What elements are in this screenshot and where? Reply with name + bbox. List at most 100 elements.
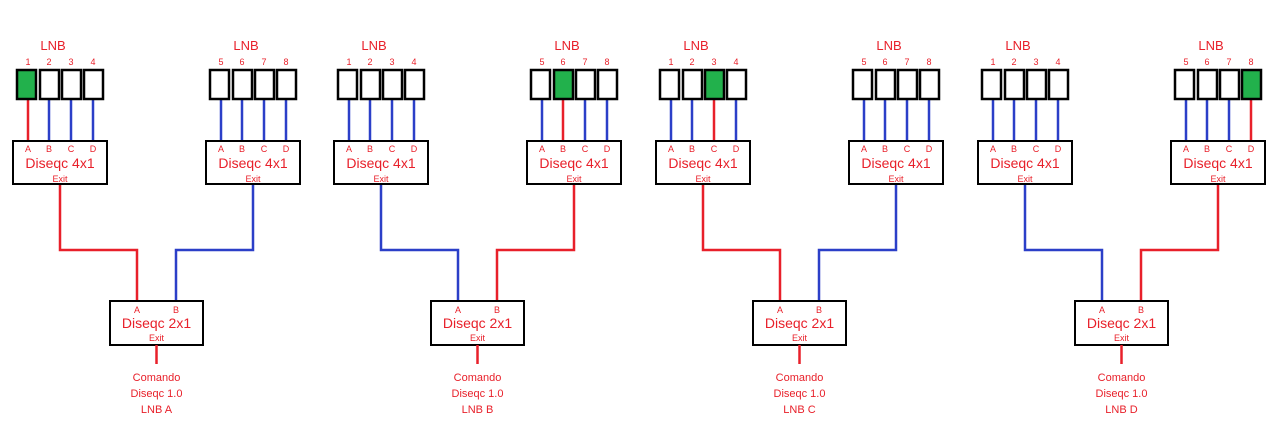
caption-line: Comando	[1098, 372, 1146, 384]
lnb-slot	[918, 68, 941, 101]
caption-line: Comando	[454, 372, 502, 384]
lnb-slot-number: 1	[990, 57, 995, 67]
lnb-slot-number: 8	[604, 57, 609, 67]
port-label: A	[346, 144, 352, 154]
lnb-slot	[529, 68, 552, 101]
port-label: B	[239, 144, 245, 154]
lnb-slot-number: 5	[218, 57, 223, 67]
lnb-slot-number: 2	[367, 57, 372, 67]
switch-4x1-label: Diseqc 4x1	[218, 155, 287, 171]
lnb-label: LNB	[1005, 38, 1030, 53]
port-label: B	[367, 144, 373, 154]
diseqc-4x1-switch	[333, 140, 429, 185]
lnb-slot-number: 3	[1033, 57, 1038, 67]
lnb-slot	[336, 68, 359, 101]
lnb-slot-number: 3	[711, 57, 716, 67]
caption-line: LNB C	[783, 404, 815, 416]
port-label: A	[218, 144, 224, 154]
lnb-label: LNB	[233, 38, 258, 53]
lnb-slot-number: 8	[283, 57, 288, 67]
port-label: B	[173, 305, 179, 315]
lnb-slot	[403, 68, 426, 101]
lnb-slot-number: 4	[1055, 57, 1060, 67]
exit-label: Exit	[695, 174, 711, 184]
exit-label: Exit	[888, 174, 904, 184]
port-label: A	[134, 305, 140, 315]
lnb-label: LNB	[361, 38, 386, 53]
port-label: A	[777, 305, 783, 315]
lnb-slot-selected	[552, 68, 575, 101]
exit-label: Exit	[792, 333, 808, 343]
switch-4x1-label: Diseqc 4x1	[861, 155, 930, 171]
lnb-slot-number: 3	[389, 57, 394, 67]
exit-label: Exit	[470, 333, 486, 343]
cable-layer	[669, 99, 931, 301]
cable-a	[701, 184, 782, 301]
port-label: D	[90, 144, 97, 154]
switch-2x1-label: Diseqc 2x1	[1087, 315, 1156, 331]
lnb-slot	[82, 68, 105, 101]
lnb-slot-number: 1	[346, 57, 351, 67]
lnb-label: LNB	[554, 38, 579, 53]
caption-line: Diseqc 1.0	[452, 388, 504, 400]
lnb-slot-number: 7	[1226, 57, 1231, 67]
diseqc-2x1-switch	[109, 300, 204, 346]
diseqc-4x1-switch	[526, 140, 622, 185]
port-label: D	[733, 144, 740, 154]
port-label: A	[539, 144, 545, 154]
port-label: C	[68, 144, 75, 154]
lnb-slot-number: 7	[904, 57, 909, 67]
lnb-slot-selected	[703, 68, 726, 101]
port-label: B	[494, 305, 500, 315]
exit-label: Exit	[1114, 333, 1130, 343]
port-label: B	[560, 144, 566, 154]
port-label: B	[689, 144, 695, 154]
lnb-slot	[359, 68, 382, 101]
caption-line: LNB A	[141, 404, 173, 416]
port-label: B	[46, 144, 52, 154]
lnb-slot	[574, 68, 597, 101]
exit-label: Exit	[1210, 174, 1226, 184]
lnb-label: LNB	[876, 38, 901, 53]
lnb-slot-number: 7	[582, 57, 587, 67]
cable-a	[1023, 184, 1104, 301]
lnb-slot	[1047, 68, 1070, 101]
diseqc-2x1-switch	[430, 300, 525, 346]
lnb-slot-number: 5	[1183, 57, 1188, 67]
port-label: B	[1138, 305, 1144, 315]
lnb-slot	[596, 68, 619, 101]
cable-b	[495, 184, 576, 301]
switch-4x1-label: Diseqc 4x1	[25, 155, 94, 171]
lnb-slot	[208, 68, 231, 101]
exit-label: Exit	[1017, 174, 1033, 184]
lnb-slot	[381, 68, 404, 101]
lnb-slot	[1025, 68, 1048, 101]
port-label: C	[389, 144, 396, 154]
port-label: A	[25, 144, 31, 154]
lnb-slot	[681, 68, 704, 101]
port-label: D	[411, 144, 418, 154]
lnb-slot-number: 4	[90, 57, 95, 67]
lnb-label: LNB	[40, 38, 65, 53]
diseqc-4x1-switch	[1170, 140, 1266, 185]
switch-4x1-label: Diseqc 4x1	[990, 155, 1059, 171]
port-label: C	[904, 144, 911, 154]
caption-line: LNB D	[1105, 404, 1137, 416]
lnb-slot-number: 8	[926, 57, 931, 67]
lnb-slot	[658, 68, 681, 101]
port-label: B	[1011, 144, 1017, 154]
lnb-slot	[38, 68, 61, 101]
lnb-slot-selected	[15, 68, 38, 101]
port-label: A	[1183, 144, 1189, 154]
port-label: B	[1204, 144, 1210, 154]
port-label: C	[1226, 144, 1233, 154]
lnb-slot	[851, 68, 874, 101]
lnb-slot	[980, 68, 1003, 101]
lnb-slot-number: 3	[68, 57, 73, 67]
caption-line: LNB B	[462, 404, 494, 416]
diseqc-2x1-switch	[1074, 300, 1169, 346]
lnb-slot-number: 2	[46, 57, 51, 67]
lnb-slot-number: 5	[539, 57, 544, 67]
lnb-slot-number: 6	[1204, 57, 1209, 67]
